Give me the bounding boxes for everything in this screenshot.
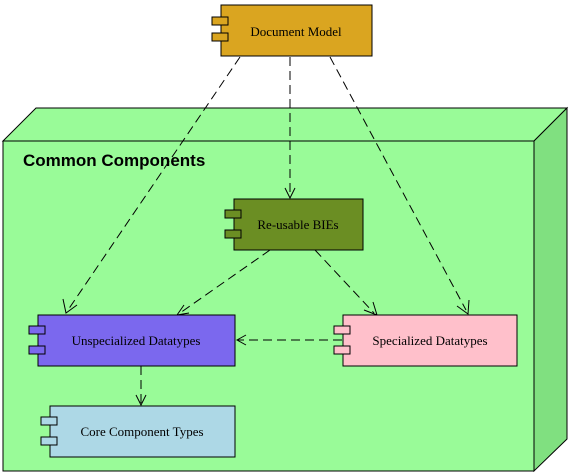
component-body: [220, 4, 373, 57]
component-body: [49, 405, 236, 458]
component-port-icon: [211, 16, 229, 26]
component-port-icon: [40, 416, 58, 426]
component-port-icon: [333, 325, 351, 335]
component-port-icon: [28, 325, 46, 335]
package-title: Common Components: [23, 151, 205, 170]
component-port-icon: [224, 209, 242, 219]
component-label: Core Component Types: [80, 424, 203, 439]
dependency-specialized-to-unspecialized: [235, 334, 342, 346]
dependency-edges: [62, 56, 470, 407]
component-body: [342, 314, 518, 367]
component-port-icon: [333, 345, 351, 355]
dependency-unspecialized-to-core-types: [135, 366, 147, 407]
component-body: [37, 314, 236, 367]
component-port-icon: [211, 32, 229, 42]
component-port-icon: [40, 436, 58, 446]
component-body: [233, 198, 364, 251]
component-label: Specialized Datatypes: [372, 333, 487, 348]
component-specialized-datatypes[interactable]: Specialized Datatypes: [333, 314, 518, 367]
component-port-icon: [28, 345, 46, 355]
component-reusable-bies[interactable]: Re-usable BIEs: [224, 198, 364, 251]
component-label: Re-usable BIEs: [257, 217, 338, 232]
dependency-document-model-to-reusable-bies: [284, 57, 296, 200]
dependency-document-model-to-specialized: [329, 56, 470, 315]
component-document-model[interactable]: Document Model: [211, 4, 373, 57]
component-label: Document Model: [250, 24, 342, 39]
package-top-face: [1, 107, 569, 142]
dependency-document-model-to-unspecialized: [62, 56, 241, 314]
package-side-face: [533, 106, 568, 473]
component-unspecialized-datatypes[interactable]: Unspecialized Datatypes: [28, 314, 236, 367]
component-label: Unspecialized Datatypes: [72, 333, 201, 348]
component-core-component-types[interactable]: Core Component Types: [40, 405, 236, 458]
component-port-icon: [224, 229, 242, 239]
